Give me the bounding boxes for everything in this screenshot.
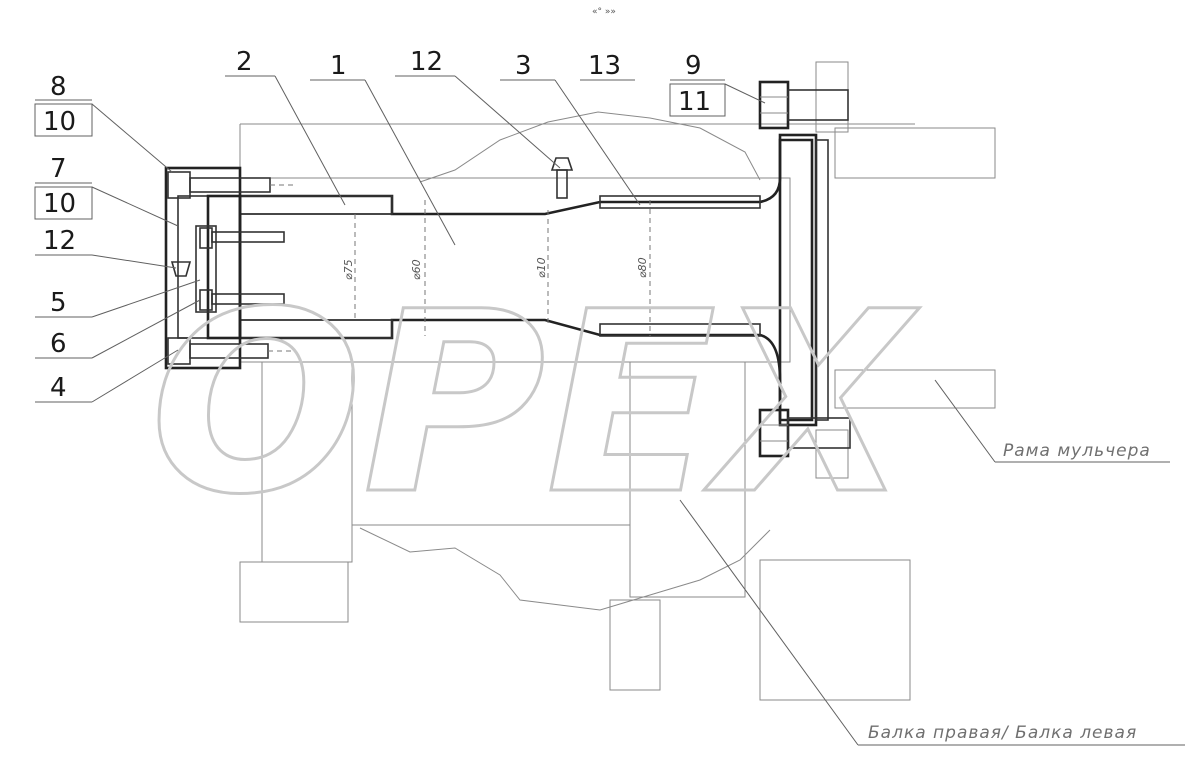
left-end-cover <box>164 166 295 370</box>
dimension-d4: ⌀80 <box>636 257 649 278</box>
note-beams: Балка правая/ Балка левая <box>868 723 1137 743</box>
mulcher-frame <box>239 61 996 479</box>
callout-4: 4 <box>50 373 67 403</box>
callout-2: 2 <box>236 47 253 77</box>
top-mark-text: «° »» <box>592 7 616 17</box>
callout-12-top: 12 <box>410 47 443 77</box>
callout-7: 7 <box>50 154 67 184</box>
grease-nipple <box>550 157 574 199</box>
callout-5: 5 <box>50 288 67 318</box>
sprocket-outline <box>359 111 771 611</box>
callout-10-top: 10 <box>43 107 76 137</box>
dimension-d2: ⌀60 <box>410 259 423 280</box>
callout-9: 9 <box>685 51 702 81</box>
callout-10-bottom: 10 <box>43 189 76 219</box>
dimension-d3: ⌀10 <box>535 257 548 278</box>
callout-13: 13 <box>588 51 621 81</box>
right-bolt-top <box>758 80 849 130</box>
callout-leaders <box>34 75 1185 746</box>
callout-3: 3 <box>515 51 532 81</box>
dimension-d1: ⌀75 <box>342 259 355 280</box>
watermark-text: OPEX <box>150 258 920 549</box>
callout-1: 1 <box>330 51 347 81</box>
shaft-flange <box>778 133 829 427</box>
right-bolt-bottom <box>758 408 851 458</box>
callout-6: 6 <box>50 329 67 359</box>
callout-11: 11 <box>678 87 711 117</box>
callout-12-left: 12 <box>43 226 76 256</box>
note-mulcher-frame: Рама мульчера <box>1003 441 1151 461</box>
callout-8: 8 <box>50 72 67 102</box>
